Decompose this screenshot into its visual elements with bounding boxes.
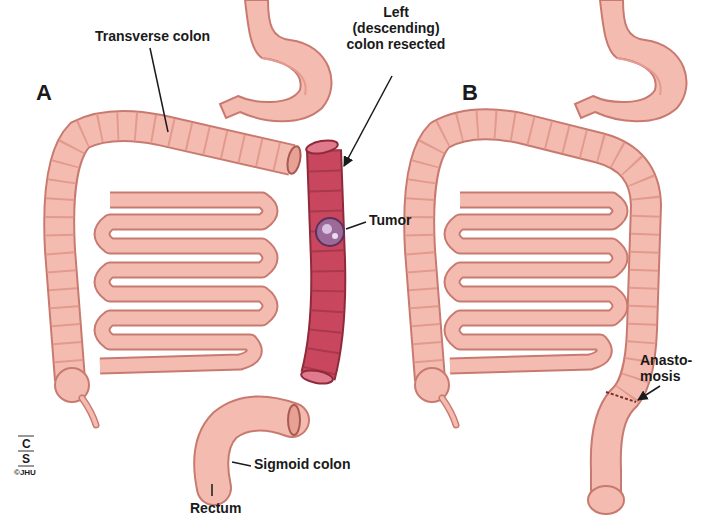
logo-letter: S <box>22 452 30 466</box>
part-label: Tumor <box>369 212 412 228</box>
part-label: Left (descending) colon resected <box>342 4 450 52</box>
logo-copyright: ©JHU <box>14 468 36 477</box>
logo-letter: C <box>22 437 31 451</box>
part-label: Transverse colon <box>95 28 210 44</box>
part-label: Sigmoid colon <box>254 456 350 472</box>
part-label: Anasto- mosis <box>640 352 704 384</box>
panel-letter: B <box>462 80 478 105</box>
panel-letter: A <box>36 80 52 105</box>
part-label: Rectum <box>190 500 241 516</box>
